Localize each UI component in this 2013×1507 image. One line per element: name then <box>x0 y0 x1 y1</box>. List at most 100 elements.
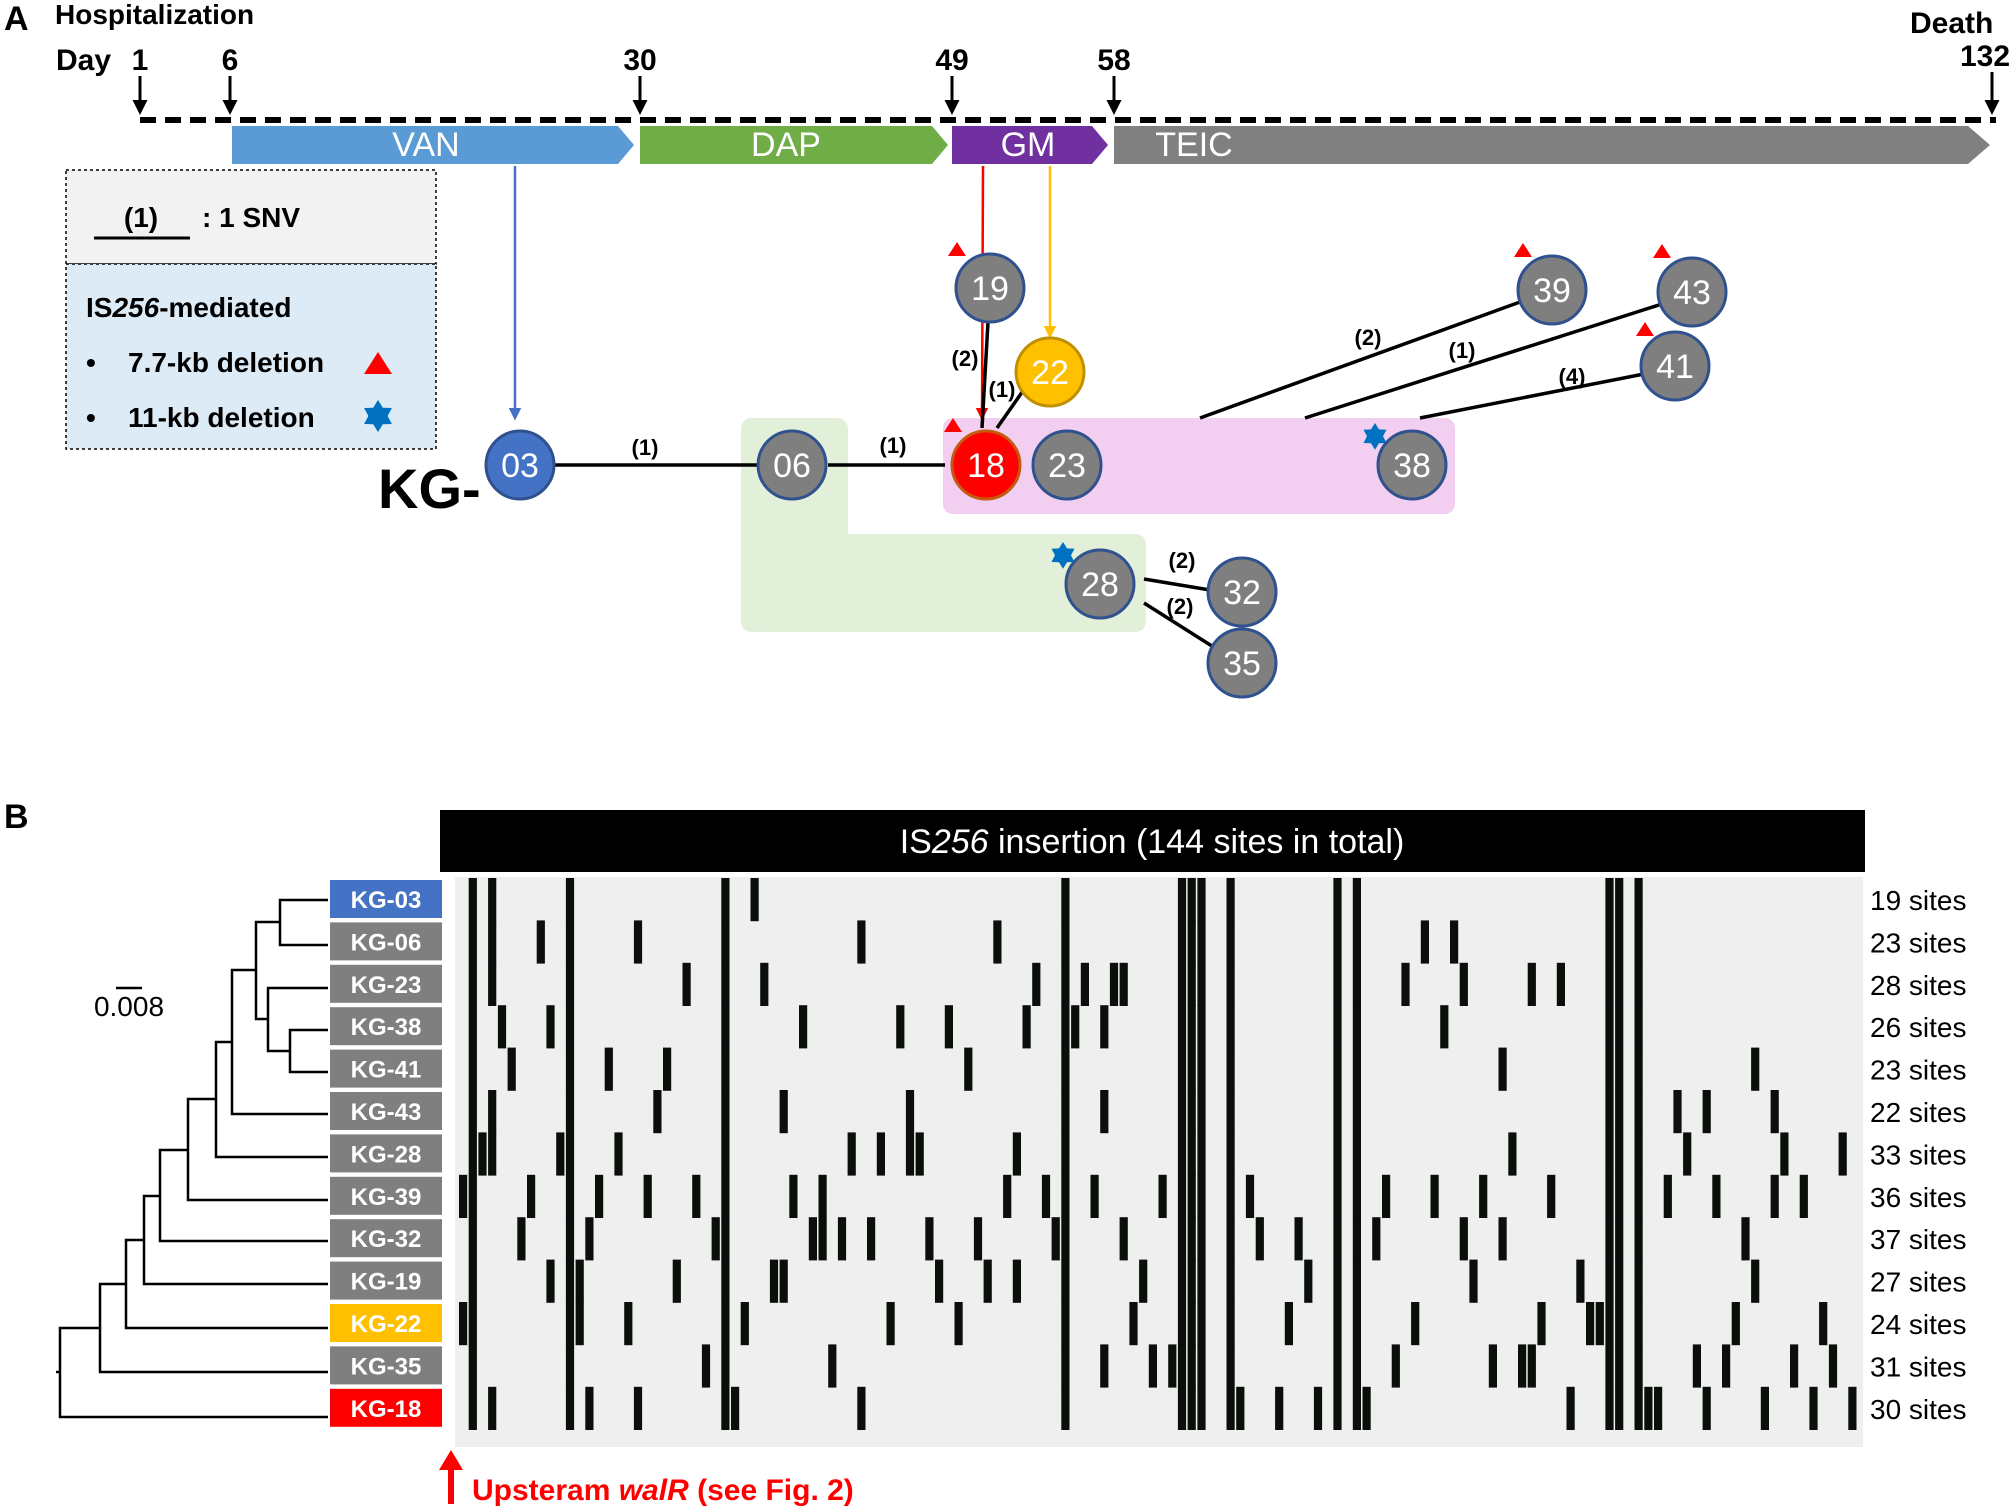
heatmap-cell <box>1634 1302 1643 1346</box>
heatmap-cells <box>459 878 1857 1430</box>
node-kg-32: 32 <box>1206 556 1278 628</box>
heatmap-cell <box>1615 878 1624 922</box>
strain-label-text: KG-23 <box>351 972 422 999</box>
heatmap-cell <box>1352 1259 1361 1303</box>
strain-label-box <box>330 1007 442 1046</box>
heatmap-cell <box>565 1090 575 1134</box>
heatmap-cell <box>799 1005 808 1049</box>
heatmap-cell <box>468 1005 477 1049</box>
heatmap-cell <box>527 1174 536 1218</box>
heatmap-cell <box>1518 1344 1527 1388</box>
heatmap-cell <box>721 1344 730 1388</box>
heatmap-cell <box>731 1386 740 1430</box>
heatmap-cell <box>818 1174 827 1218</box>
heatmap-cell <box>1731 1302 1740 1346</box>
heatmap-cell <box>721 1217 730 1261</box>
heatmap-cell <box>565 1344 575 1388</box>
strain-label-box <box>330 1049 442 1088</box>
strain-label-box <box>330 964 442 1003</box>
heatmap-cell <box>1809 1386 1818 1430</box>
node-label: 19 <box>971 270 1009 308</box>
heatmap-cell <box>1226 1090 1235 1134</box>
heatmap-cell <box>847 1132 856 1176</box>
heatmap-cell <box>488 920 497 964</box>
treatment-bar-gm <box>952 126 1108 164</box>
heatmap-cell <box>1061 1302 1070 1346</box>
heatmap-cell <box>1226 1302 1235 1346</box>
deletion-11kb-star-icon <box>364 400 392 432</box>
heatmap-cell <box>1226 920 1235 964</box>
heatmap-cell <box>905 1132 915 1176</box>
heatmap-cell <box>1576 1259 1585 1303</box>
heatmap-cell <box>721 1259 730 1303</box>
heatmap-cell <box>1187 1005 1196 1049</box>
heatmap-cell <box>828 1344 837 1388</box>
heatmap-cell <box>1605 1047 1614 1091</box>
heatmap-cell <box>1333 1174 1342 1218</box>
heatmap-cell <box>1333 962 1342 1006</box>
strain-label-kg-39: KG-39 <box>330 1176 442 1215</box>
heatmap-cell <box>1420 920 1429 964</box>
node-kg-43: 43 <box>1653 244 1728 328</box>
heatmap-cell <box>1255 1217 1264 1261</box>
heatmap-cell <box>1702 1386 1711 1430</box>
panel-a-label: A <box>4 0 29 38</box>
strain-label-box <box>330 880 442 918</box>
heatmap-cell <box>1226 1047 1235 1091</box>
heatmap-cell <box>1605 1132 1614 1176</box>
heatmap-cell <box>565 1132 575 1176</box>
treatment-bar-van <box>232 126 634 164</box>
heatmap-cell <box>721 1174 730 1218</box>
heatmap-cell <box>1197 920 1206 964</box>
heatmap-cell <box>1634 1047 1643 1091</box>
heatmap-cell <box>1177 1090 1187 1134</box>
heatmap-cell <box>1226 1386 1235 1430</box>
deletion-11kb-star-icon <box>1051 542 1075 569</box>
heatmap-cell <box>1177 962 1187 1006</box>
site-count-label: 23 sites <box>1870 927 1967 958</box>
heatmap-cell <box>1586 1302 1595 1346</box>
heatmap-cell <box>468 1344 477 1388</box>
group-region-green <box>741 418 1146 632</box>
deletion-7kb-triangle-icon <box>944 418 962 432</box>
heatmap-cell <box>1090 1174 1099 1218</box>
heatmap-cell <box>1692 1344 1701 1388</box>
heatmap-cell <box>1615 1090 1624 1134</box>
deletion-7kb-triangle-icon <box>1653 244 1671 258</box>
heatmap-cell <box>944 1005 953 1049</box>
heatmap-cell <box>1352 1217 1361 1261</box>
node-kg-28: 28 <box>1051 542 1136 620</box>
heatmap-cell <box>1780 1132 1789 1176</box>
heatmap-cell <box>1168 1344 1177 1388</box>
heatmap-cell <box>1615 962 1624 1006</box>
tree-branch <box>266 986 328 1053</box>
node-circle <box>1064 548 1136 620</box>
strain-label-text: KG-32 <box>351 1226 422 1253</box>
edge-label-pink-41: (4) <box>1559 364 1586 389</box>
heatmap-cell <box>1751 1259 1760 1303</box>
heatmap-cell <box>1333 1344 1342 1388</box>
heatmap-cell <box>488 1132 497 1176</box>
heatmap-cell <box>1177 1217 1187 1261</box>
legend-upper-bg <box>65 169 437 265</box>
node-label: 43 <box>1673 274 1711 312</box>
heatmap-cell <box>672 1259 681 1303</box>
heatmap-cell <box>769 1259 779 1303</box>
heatmap-cell <box>1488 1344 1497 1388</box>
heatmap-cell <box>468 1174 477 1218</box>
strain-label-kg-28: KG-28 <box>330 1134 442 1173</box>
heatmap-cell <box>1139 1259 1148 1303</box>
heatmap-cell <box>1352 920 1361 964</box>
treatment-bar-teic <box>1114 126 1990 164</box>
heatmap-cell <box>1226 1132 1235 1176</box>
heatmap-cell <box>1061 1005 1070 1049</box>
strain-label-text: KG-22 <box>351 1311 422 1338</box>
heatmap-cell <box>1333 920 1342 964</box>
heatmap-cell <box>663 1047 672 1091</box>
heatmap-cell <box>1177 878 1187 922</box>
node-label: 06 <box>773 447 811 485</box>
heatmap-cell <box>1838 1132 1847 1176</box>
heatmap-cell <box>1119 1217 1128 1261</box>
heatmap-cell <box>565 962 575 1006</box>
heatmap-cell <box>565 1386 575 1430</box>
